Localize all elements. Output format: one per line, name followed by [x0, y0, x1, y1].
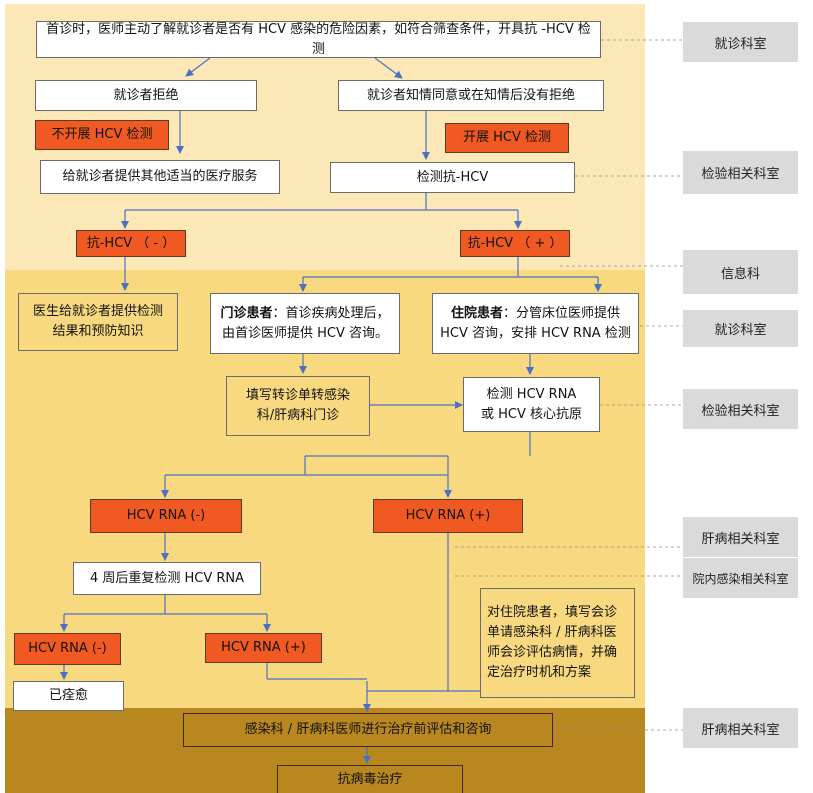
- anti-neg-box: 抗-HCV （ - ）: [76, 230, 186, 257]
- side-label-lab-2-text: 检验相关科室: [701, 403, 780, 419]
- no-test-box: 不开展 HCV 检测: [35, 120, 169, 150]
- side-label-lab-1-text: 检验相关科室: [701, 167, 780, 182]
- consult-box: 对住院患者，填写会诊 单请感染科 / 肝病科医 师会诊评估病情，并确 定治疗时机…: [480, 588, 635, 698]
- side-label-lab-2: 检验相关科室: [683, 389, 798, 429]
- consult-line-2: 单请感染科 / 肝病科医: [487, 625, 617, 640]
- cured-box: 已痊愈: [13, 681, 124, 711]
- test-anti-text: 检测抗-HCV: [416, 169, 489, 185]
- cured-text: 已痊愈: [48, 688, 88, 703]
- rna-test-box: 检测 HCV RNA 或 HCV 核心抗原: [463, 377, 600, 432]
- band-treatment: [5, 708, 645, 793]
- side-label-liver-1-text: 肝病相关科室: [701, 531, 780, 547]
- side-label-dept-2-text: 就诊科室: [714, 323, 767, 338]
- side-label-infection: 院内感染相关科室: [683, 558, 798, 598]
- refuse-text: 就诊者拒绝: [113, 87, 179, 103]
- do-test-box: 开展 HCV 检测: [445, 123, 569, 153]
- side-label-infection-text: 院内感染相关科室: [692, 571, 789, 586]
- do-test-text: 开展 HCV 检测: [462, 130, 551, 145]
- outpatient-box: 门诊患者：首诊疾病处理后， 由首诊医师提供 HCV 咨询。: [210, 293, 400, 354]
- antiviral-box: 抗病毒治疗: [277, 765, 463, 793]
- rna-test-line-1: 检测 HCV RNA: [486, 386, 577, 402]
- other-service-box: 给就诊者提供其他适当的医疗服务: [40, 160, 280, 194]
- repeat-text: 4 周后重复检测 HCV RNA: [89, 570, 245, 586]
- side-label-info: 信息科: [683, 250, 798, 294]
- anti-pos-text: 抗-HCV （ + ）: [467, 235, 563, 251]
- side-label-liver-1: 肝病相关科室: [683, 517, 798, 557]
- rna-pos-text: HCV RNA (+): [405, 508, 491, 523]
- repeat-box: 4 周后重复检测 HCV RNA: [73, 562, 261, 595]
- outpatient-label: 门诊患者: [220, 305, 273, 321]
- doctor-inform-line-2: 结果和预防知识: [52, 324, 144, 339]
- rna-pos2-text: HCV RNA (+): [221, 640, 306, 655]
- outpatient-line-1: ：首诊疾病处理后，: [272, 305, 390, 321]
- intro-text: 首诊时，医师主动了解就诊者是否有 HCV 感染的危险因素，如符合筛查条件，开具抗…: [46, 21, 591, 57]
- side-label-dept-2: 就诊科室: [683, 310, 798, 347]
- test-anti-box: 检测抗-HCV: [330, 162, 575, 193]
- side-label-dept-1-text: 就诊科室: [714, 36, 767, 52]
- referral-line-1: 填写转诊单转感染: [245, 388, 350, 403]
- side-label-dept-1: 就诊科室: [683, 22, 798, 62]
- rna-neg2-text: HCV RNA (-): [28, 641, 107, 656]
- consult-line-4: 定治疗时机和方案: [487, 665, 592, 680]
- consent-text: 就诊者知情同意或在知情后没有拒绝: [366, 87, 575, 103]
- inpatient-label: 住院患者: [450, 305, 503, 321]
- referral-line-2: 科/肝病科门诊: [256, 408, 340, 423]
- rna-test-line-2: 或 HCV 核心抗原: [480, 406, 582, 422]
- rna-pos2-box: HCV RNA (+): [205, 633, 322, 663]
- consult-line-1: 对住院患者，填写会诊: [487, 605, 618, 620]
- inpatient-box: 住院患者：分管床位医师提供 HCV 咨询，安排 HCV RNA 检测: [432, 293, 639, 354]
- consent-box: 就诊者知情同意或在知情后没有拒绝: [338, 80, 604, 111]
- other-service-text: 给就诊者提供其他适当的医疗服务: [62, 169, 258, 184]
- anti-neg-text: 抗-HCV （ - ）: [86, 235, 176, 251]
- inpatient-line-2: HCV 咨询，安排 HCV RNA 检测: [440, 325, 631, 341]
- anti-pos-box: 抗-HCV （ + ）: [460, 230, 570, 257]
- doctor-inform-line-1: 医生给就诊者提供检测: [32, 304, 163, 319]
- no-test-text: 不开展 HCV 检测: [51, 127, 153, 142]
- inpatient-line-1: ：分管床位医师提供: [503, 305, 621, 321]
- rna-neg2-box: HCV RNA (-): [14, 633, 121, 665]
- intro-box: 首诊时，医师主动了解就诊者是否有 HCV 感染的危险因素，如符合筛查条件，开具抗…: [36, 21, 601, 58]
- side-label-liver-2: 肝病相关科室: [683, 708, 798, 748]
- pretreat-text: 感染科 / 肝病科医师进行治疗前评估和咨询: [244, 722, 492, 737]
- side-label-info-text: 信息科: [720, 266, 760, 282]
- side-label-liver-2-text: 肝病相关科室: [701, 722, 780, 738]
- rna-neg-text: HCV RNA (-): [126, 508, 206, 523]
- doctor-inform-box: 医生给就诊者提供检测 结果和预防知识: [18, 293, 178, 351]
- antiviral-text: 抗病毒治疗: [337, 771, 403, 787]
- consult-line-3: 师会诊评估病情，并确: [487, 645, 618, 660]
- outpatient-line-2: 由首诊医师提供 HCV 咨询。: [221, 325, 388, 341]
- referral-box: 填写转诊单转感染 科/肝病科门诊: [226, 376, 370, 436]
- side-label-lab-1: 检验相关科室: [683, 151, 798, 194]
- pretreat-box: 感染科 / 肝病科医师进行治疗前评估和咨询: [183, 713, 553, 747]
- rna-neg-box: HCV RNA (-): [90, 499, 242, 533]
- refuse-box: 就诊者拒绝: [35, 80, 257, 111]
- rna-pos-box: HCV RNA (+): [373, 499, 523, 533]
